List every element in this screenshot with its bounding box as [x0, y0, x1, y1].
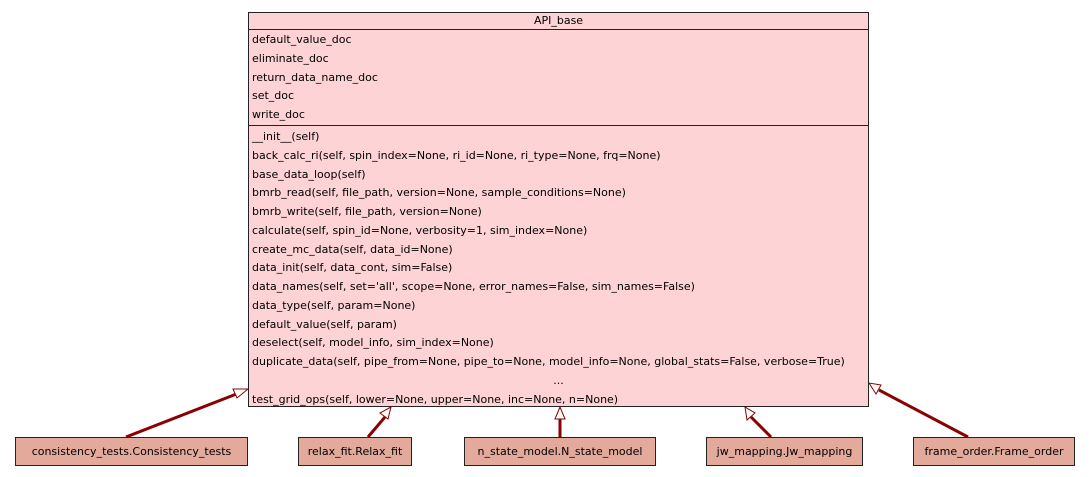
arrowhead-n-state-model	[554, 405, 566, 420]
subclass-relax-fit[interactable]: relax_fit.Relax_fit	[298, 437, 412, 466]
attribute-item: set_doc	[252, 89, 295, 103]
api-base-class-box[interactable]: API_base default_value_doc eliminate_doc…	[248, 12, 869, 407]
subclass-consistency-tests[interactable]: consistency_tests.Consistency_tests	[15, 437, 248, 466]
method-item: test_grid_ops(self, lower=None, upper=No…	[252, 392, 619, 406]
attribute-item: return_data_name_doc	[252, 70, 378, 84]
subclass-frame-order[interactable]: frame_order.Frame_order	[913, 437, 1075, 466]
method-item: __init__(self)	[252, 130, 320, 143]
attribute-item: default_value_doc	[252, 33, 352, 46]
arrowhead-relax-fit	[379, 406, 392, 420]
arrow-line-frame-order	[878, 388, 969, 439]
attribute-item: write_doc	[252, 108, 305, 122]
class-name: API_base	[249, 13, 868, 30]
method-item: default_value(self, param)	[252, 317, 397, 331]
arrowhead-frame-order	[867, 382, 882, 395]
method-item: data_init(self, data_cont, sim=False)	[252, 261, 453, 275]
method-ellipsis: ...	[553, 373, 564, 387]
arrowhead-jw-mapping	[744, 406, 756, 421]
method-item: bmrb_read(self, file_path, version=None,…	[252, 186, 626, 200]
method-item: bmrb_write(self, file_path, version=None…	[252, 205, 482, 218]
arrow-line-relax-fit	[366, 416, 387, 438]
method-list: __init__(self) back_calc_ri(self, spin_i…	[249, 126, 868, 409]
arrow-line-jw-mapping	[749, 415, 773, 439]
method-item: deselect(self, model_info, sim_index=Non…	[252, 336, 494, 350]
method-item: data_type(self, param=None)	[252, 298, 416, 312]
attribute-list: default_value_doc eliminate_doc return_d…	[249, 30, 868, 126]
attribute-item: eliminate_doc	[252, 51, 329, 65]
arrowhead-consistency-tests	[232, 388, 250, 399]
method-item: back_calc_ri(self, spin_index=None, ri_i…	[252, 148, 661, 162]
method-item: duplicate_data(self, pipe_from=None, pip…	[252, 355, 845, 368]
method-item: create_mc_data(self, data_id=None)	[252, 242, 453, 256]
subclass-n-state-model[interactable]: n_state_model.N_state_model	[464, 437, 656, 466]
method-item: data_names(self, set='all', scope=None, …	[252, 280, 695, 293]
subclass-jw-mapping[interactable]: jw_mapping.Jw_mapping	[706, 437, 863, 466]
arrow-line-consistency-tests	[125, 391, 240, 439]
method-item: base_data_loop(self)	[252, 167, 366, 181]
method-item: calculate(self, spin_id=None, verbosity=…	[252, 223, 588, 237]
